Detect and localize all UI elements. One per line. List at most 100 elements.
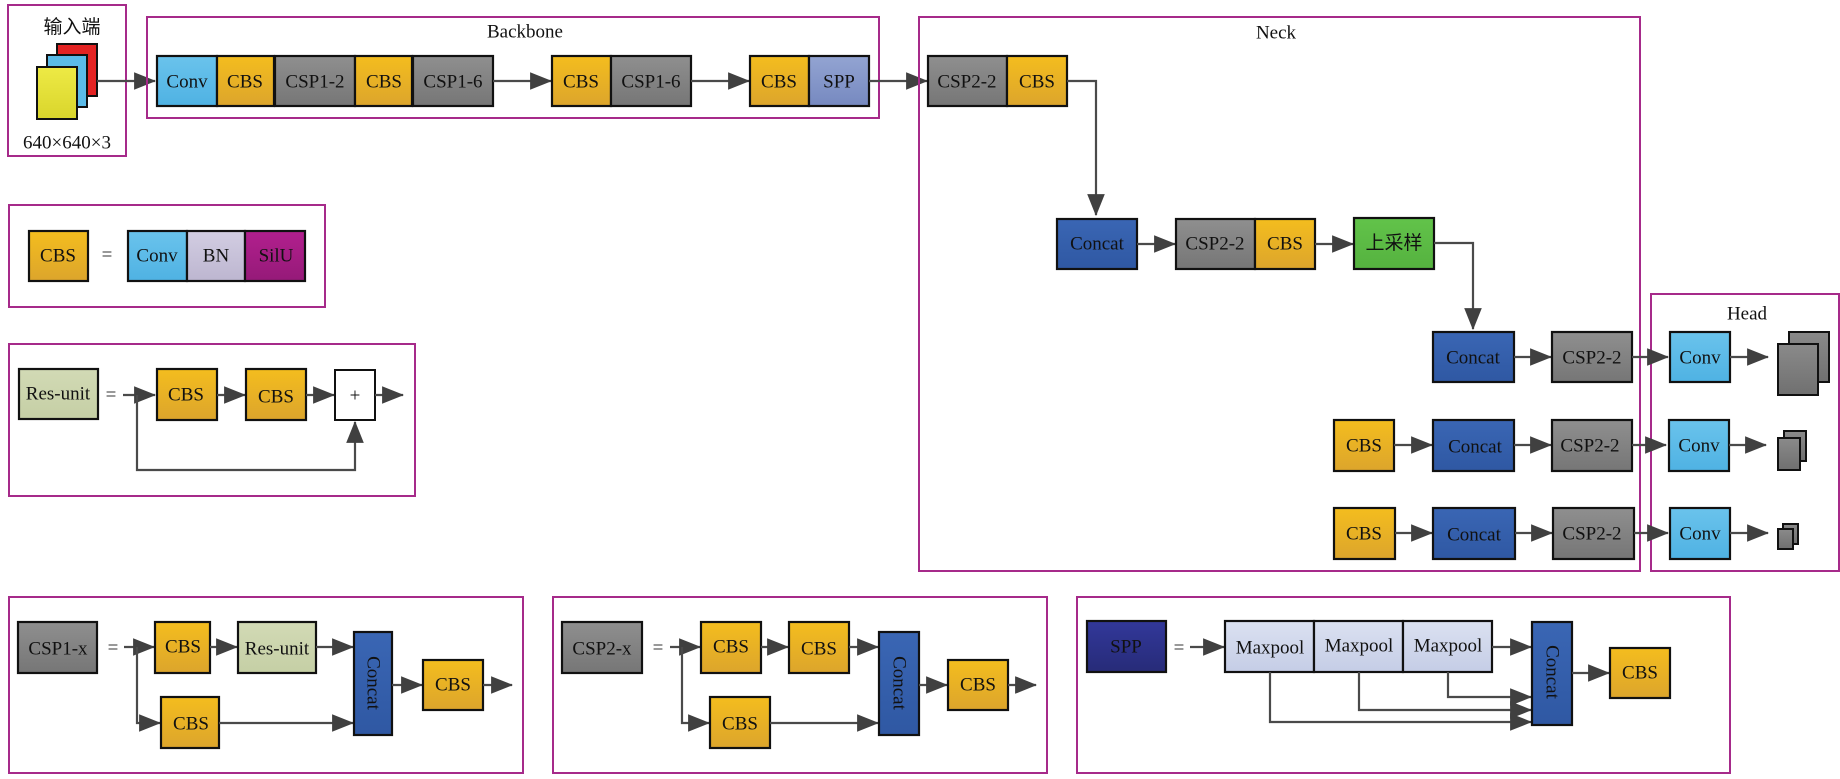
legend-csp2-part-cbs: CBS <box>708 695 772 750</box>
head-frame <box>1650 293 1840 572</box>
legend-csp1-part-cbs: CBS <box>421 658 485 712</box>
block-label: Conv <box>1679 348 1721 369</box>
block-box <box>1431 506 1517 561</box>
block-box <box>273 54 357 108</box>
block-label: Concat <box>1448 437 1503 458</box>
arrow <box>1357 672 1533 719</box>
legend-cbs-name: CBS <box>27 229 90 283</box>
block-label: Maxpool <box>1236 638 1305 659</box>
block-box <box>1550 330 1634 384</box>
neck-block-upsample[interactable]: 上采样 <box>1352 216 1436 271</box>
backbone-block-csp1-2[interactable]: CSP1-2 <box>273 54 357 108</box>
neck-block-csp2-2[interactable]: CSP2-2 <box>1550 418 1634 473</box>
block-box <box>185 229 247 283</box>
legend-csp2-part-cbs: CBS <box>787 620 851 675</box>
block-label: Conv <box>136 246 178 267</box>
neck-block-concat[interactable]: Concat <box>1431 330 1516 384</box>
neck-block-csp2-2[interactable]: CSP2-2 <box>926 54 1009 108</box>
block-label: CBS <box>1622 663 1658 684</box>
backbone-block-cbs[interactable]: CBS <box>550 54 613 108</box>
head-title: Head <box>1727 304 1768 325</box>
block-box <box>421 658 485 712</box>
output-feature-map-small-icon <box>1777 523 1799 550</box>
block-label: CBS <box>801 639 837 660</box>
legend-cbs-frame <box>8 204 326 308</box>
legend-spp-part-maxpool: Maxpool <box>1312 619 1405 674</box>
block-label: CSP2-2 <box>1185 234 1244 255</box>
legend-resunit-add-node: + <box>334 369 376 421</box>
input-image-stack-icon <box>36 43 98 120</box>
block-label: Concat <box>1542 645 1563 700</box>
backbone-block-csp1-6[interactable]: CSP1-6 <box>411 54 495 108</box>
neck-block-cbs[interactable]: CBS <box>1332 418 1396 473</box>
block-label: Concat <box>363 656 384 711</box>
neck-block-concat[interactable]: Concat <box>1055 217 1139 271</box>
equals-sign: = <box>1174 638 1185 659</box>
neck-block-csp2-2[interactable]: CSP2-2 <box>1174 217 1257 271</box>
block-label: CSP1-2 <box>285 72 344 93</box>
block-label: CBS <box>173 714 209 735</box>
block-label: CSP1-6 <box>423 72 482 93</box>
block-box <box>877 630 921 737</box>
backbone-block-conv[interactable]: Conv <box>155 54 219 108</box>
block-label: SPP <box>1110 637 1142 658</box>
neck-block-cbs[interactable]: CBS <box>1253 217 1317 271</box>
legend-csp2-part-concat: Concat <box>877 630 921 737</box>
head-block-conv[interactable]: Conv <box>1667 418 1731 473</box>
legend-csp1-part-resunit: Res-unit <box>236 620 318 675</box>
legend-cbs-definition: CBS = Conv BN SilU <box>8 204 326 308</box>
block-label: Maxpool <box>1325 636 1394 657</box>
backbone-block-cbs[interactable]: CBS <box>353 54 414 108</box>
arrow <box>1434 241 1482 331</box>
legend-resunit-part-cbs: CBS <box>155 367 219 422</box>
neck-block-concat[interactable]: Concat <box>1431 506 1517 561</box>
neck-block-cbs[interactable]: CBS <box>1332 506 1397 561</box>
legend-spp-part-maxpool: Maxpool <box>1223 619 1316 674</box>
backbone-block-cbs[interactable]: CBS <box>748 54 811 108</box>
block-box <box>1608 646 1672 700</box>
legend-csp2-frame <box>552 596 1048 774</box>
block-box <box>1085 619 1168 674</box>
block-label: Res-unit <box>26 384 91 405</box>
legend-resunit-part-cbs: CBS <box>244 367 308 422</box>
legend-csp1-part-cbs: CBS <box>153 620 212 675</box>
neck-block-cbs[interactable]: CBS <box>1005 54 1069 108</box>
output-feature-map-medium-icon <box>1777 430 1807 471</box>
head-block-conv[interactable]: Conv <box>1668 330 1732 384</box>
block-box <box>1668 330 1732 384</box>
neck-block-concat[interactable]: Concat <box>1431 418 1516 473</box>
block-box <box>27 229 90 283</box>
block-label: Concat <box>889 656 910 711</box>
block-label: CBS <box>1019 72 1055 93</box>
backbone-section: Backbone Conv CBS CSP1-2 CBS CSP1-6 CBS <box>146 16 880 119</box>
block-box <box>1550 418 1634 473</box>
block-box <box>1174 217 1257 271</box>
block-label: CBS <box>227 72 263 93</box>
legend-csp2-part-cbs: CBS <box>946 658 1010 712</box>
block-label: CSP2-2 <box>1562 524 1621 545</box>
neck-title: Neck <box>1256 23 1297 44</box>
backbone-block-cbs[interactable]: CBS <box>215 54 276 108</box>
block-box <box>550 54 613 108</box>
neck-block-csp2-2[interactable]: CSP2-2 <box>1551 506 1636 561</box>
legend-cbs-part-bn: BN <box>185 229 247 283</box>
block-box <box>236 620 318 675</box>
block-box <box>1431 418 1516 473</box>
block-box <box>1401 619 1494 674</box>
neck-block-csp2-2[interactable]: CSP2-2 <box>1550 330 1634 384</box>
arrow <box>1446 672 1533 706</box>
block-label: CSP1-x <box>28 639 88 660</box>
residual-shortcut-arrow <box>135 395 364 472</box>
block-box <box>1223 619 1316 674</box>
block-box <box>748 54 811 108</box>
legend-csp2-part-cbs: CBS <box>699 620 763 675</box>
block-box <box>243 229 307 283</box>
legend-csp2-definition: CSP2-x = CBS CBS CBS Concat CBS <box>552 596 1048 774</box>
arrow <box>680 647 711 732</box>
block-label: CSP2-x <box>572 639 632 660</box>
block-box <box>352 630 394 737</box>
backbone-block-spp[interactable]: SPP <box>807 54 871 108</box>
head-block-conv[interactable]: Conv <box>1668 506 1732 561</box>
backbone-block-csp1-6[interactable]: CSP1-6 <box>609 54 693 108</box>
